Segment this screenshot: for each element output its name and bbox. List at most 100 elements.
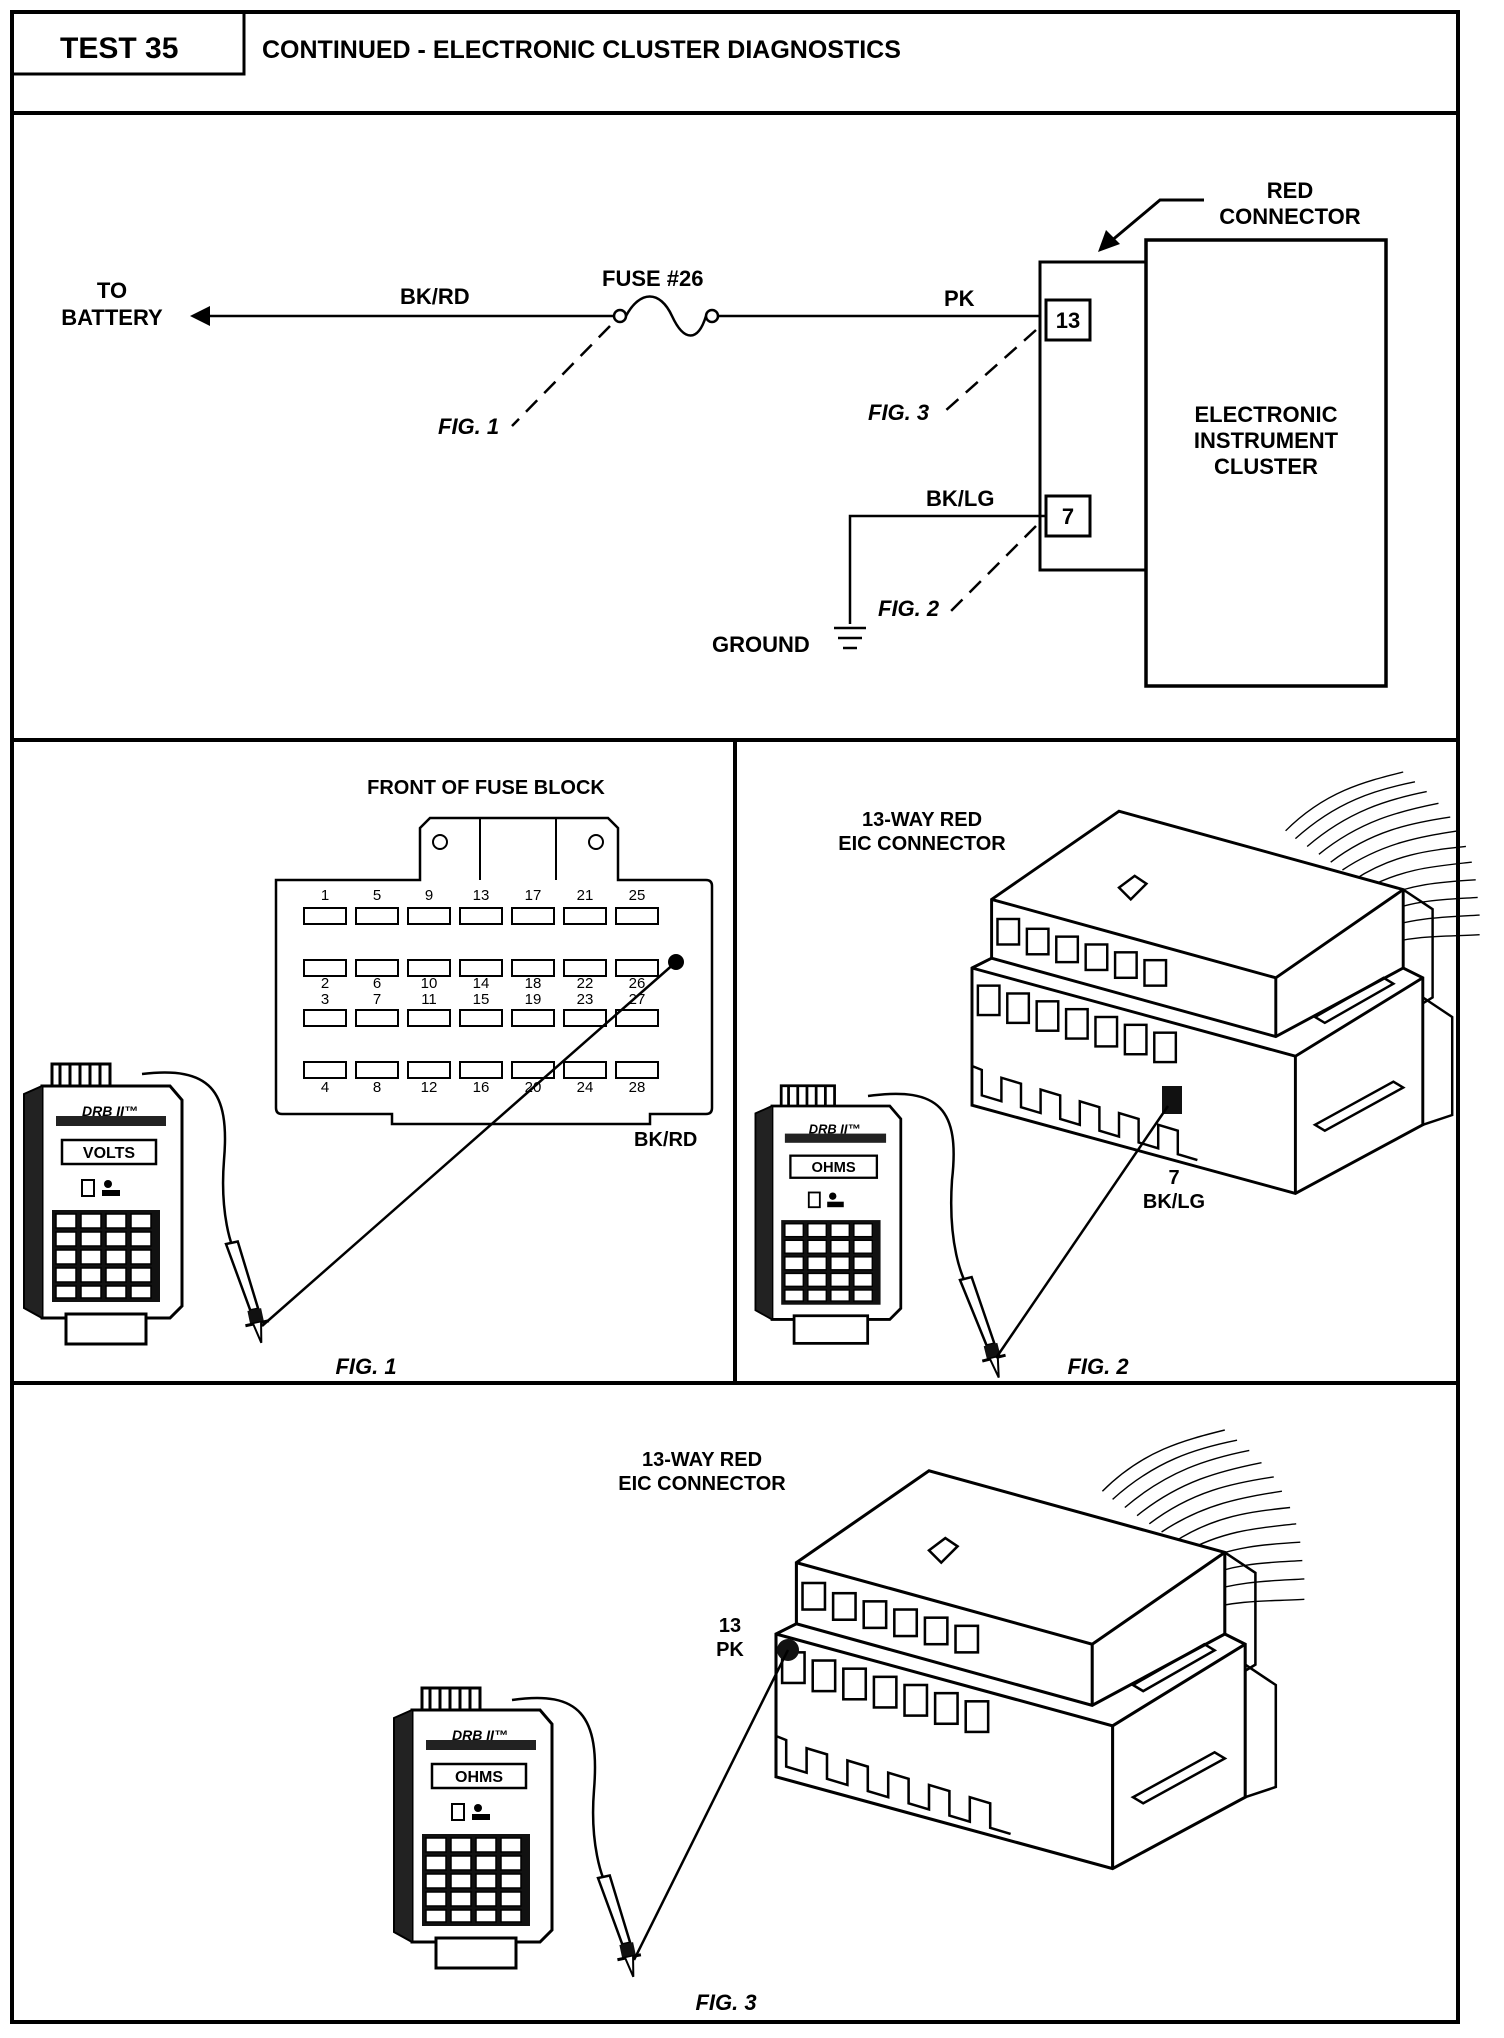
probe-lead-line [261, 961, 677, 1327]
fuse-number-label: 10 [421, 975, 438, 992]
fig2-title-line1: 13-WAY RED [862, 809, 982, 831]
fuse-number-label: 17 [525, 887, 542, 904]
fuse-slot [303, 907, 347, 925]
fuse-number-label: 14 [473, 975, 490, 992]
fig1-wire-label: BK/RD [634, 1129, 697, 1151]
probe-lead-line [632, 1649, 790, 1961]
eic-connector-13-way [774, 1428, 1306, 1871]
fuse-number-label: 23 [577, 991, 594, 1008]
fuse-slot [511, 907, 555, 925]
fuse-slot [615, 1061, 659, 1079]
fuse-number-label: 11 [421, 991, 437, 1008]
fuse-number-label: 7 [373, 991, 381, 1008]
fuse-slot [615, 907, 659, 925]
fuse-slot [407, 1009, 451, 1027]
fig3-title-line1: 13-WAY RED [642, 1449, 762, 1471]
wiring-schematic: TO BATTERY BK/RD FUSE #26 PK RED CONNECT… [61, 178, 1388, 688]
fig2-title-line2: EIC CONNECTOR [838, 833, 1006, 855]
red-connector-line1: RED [1267, 178, 1313, 203]
fig2-panel: 13-WAY RED EIC CONNECTOR 7 BK/LG DRB II™… [754, 770, 1482, 1383]
fuse-number-label: 24 [577, 1079, 594, 1096]
test-label: TEST 35 [60, 32, 178, 65]
fuse-slot [563, 907, 607, 925]
fuse-number-label: 5 [373, 887, 381, 904]
fig3-callout-line [943, 329, 1037, 413]
red-connector-arrow [1109, 198, 1204, 244]
fuse-number-label: 1 [321, 887, 329, 904]
fig3-title-line2: EIC CONNECTOR [618, 1473, 786, 1495]
fuse-slot [459, 1009, 503, 1027]
fuse-symbol [624, 295, 708, 337]
page-title: CONTINUED - ELECTRONIC CLUSTER DIAGNOSTI… [262, 36, 901, 64]
fig1-callout: FIG. 1 [438, 414, 499, 439]
probe [224, 1237, 275, 1348]
fuse-number-label: 2 [321, 975, 329, 992]
fuse-slot [303, 1061, 347, 1079]
fuse-number-label: 12 [421, 1079, 438, 1096]
fuse-number-label: 19 [525, 991, 542, 1008]
fuse-number-label: 22 [577, 975, 594, 992]
fig1-caption: FIG. 1 [335, 1354, 396, 1379]
fuse-slot [511, 959, 555, 977]
instrument-cluster-box [1144, 238, 1388, 688]
fuse-number-label: 3 [321, 991, 329, 1008]
fuse-label: FUSE #26 [602, 266, 704, 291]
fuse-number-label: 8 [373, 1079, 381, 1096]
pin-13-label: 13 [1056, 308, 1080, 333]
wire-bk-lg-label: BK/LG [926, 486, 994, 511]
fuse-number-label: 28 [629, 1079, 646, 1096]
drb-ii-meter-ohms: DRB II™ OHMS [754, 1084, 903, 1345]
meter-lead-wire [141, 1071, 241, 1261]
fuse-slot [355, 1061, 399, 1079]
fuse-number-label: 13 [473, 887, 490, 904]
wire-pk-label: PK [944, 286, 975, 311]
drb-ii-meter-ohms: DRB II™ OHMS [392, 1686, 554, 1970]
ground-symbol [834, 626, 866, 650]
fig2-pin-wire: BK/LG [1143, 1191, 1205, 1213]
fuse-slot [563, 1009, 607, 1027]
cluster-line1: ELECTRONIC [1195, 402, 1338, 427]
to-battery-line2: BATTERY [61, 305, 163, 330]
fig3-pin-wire: PK [716, 1639, 744, 1661]
fuse-slot [303, 1009, 347, 1027]
meter-brand: DRB II™ [82, 1103, 138, 1119]
fuse-number-label: 4 [321, 1079, 329, 1096]
wire-bk-rd-label: BK/RD [400, 284, 470, 309]
drb-ii-meter-volts: DRB II™ VOLTS [22, 1062, 184, 1346]
fuse-slot [615, 1009, 659, 1027]
fuse-slot [355, 1009, 399, 1027]
fuse-number-label: 16 [473, 1079, 490, 1096]
pin-7-box [1044, 494, 1092, 538]
fig3-caption: FIG. 3 [695, 1990, 756, 2015]
meter-mode-label: OHMS [455, 1769, 503, 1786]
probe-lead-line [994, 1105, 1170, 1359]
fuse-grid: 1234567891011121314151617181920212223242… [303, 887, 659, 1096]
fuse-slot [563, 959, 607, 977]
red-connector-line2: CONNECTOR [1219, 204, 1360, 229]
fig3-pin-number: 13 [719, 1615, 741, 1637]
fuse-slot [355, 907, 399, 925]
fig2-caption: FIG. 2 [1067, 1354, 1129, 1379]
fuse-slot [459, 907, 503, 925]
meter-brand: DRB II™ [809, 1122, 861, 1137]
fig1-title: FRONT OF FUSE BLOCK [367, 777, 605, 799]
fig3-panel: 13-WAY RED EIC CONNECTOR 13 PK DRB II™ O… [392, 1428, 1306, 2015]
meter-lead-wire [867, 1092, 975, 1297]
meter-lead-wire [511, 1696, 613, 1895]
fuse-number-label: 27 [629, 991, 646, 1008]
fuse-number-label: 15 [473, 991, 490, 1008]
fuse-number-label: 26 [629, 975, 646, 992]
pin-7-label: 7 [1062, 504, 1074, 529]
fuse-number-label: 21 [577, 887, 594, 904]
fig1-panel: FRONT OF FUSE BLOCK 12345678910111213141… [22, 777, 714, 1379]
probe [958, 1272, 1012, 1383]
meter-brand: DRB II™ [452, 1727, 508, 1743]
fig2-callout: FIG. 2 [878, 596, 940, 621]
meter-mode-label: VOLTS [83, 1145, 135, 1162]
bk-lg-wire [848, 514, 1046, 624]
header: TEST 35 CONTINUED - ELECTRONIC CLUSTER D… [10, 10, 901, 76]
to-battery-line1: TO [97, 278, 127, 303]
fuse-slot [407, 959, 451, 977]
probe [596, 1871, 647, 1982]
fuse-number-label: 6 [373, 975, 381, 992]
